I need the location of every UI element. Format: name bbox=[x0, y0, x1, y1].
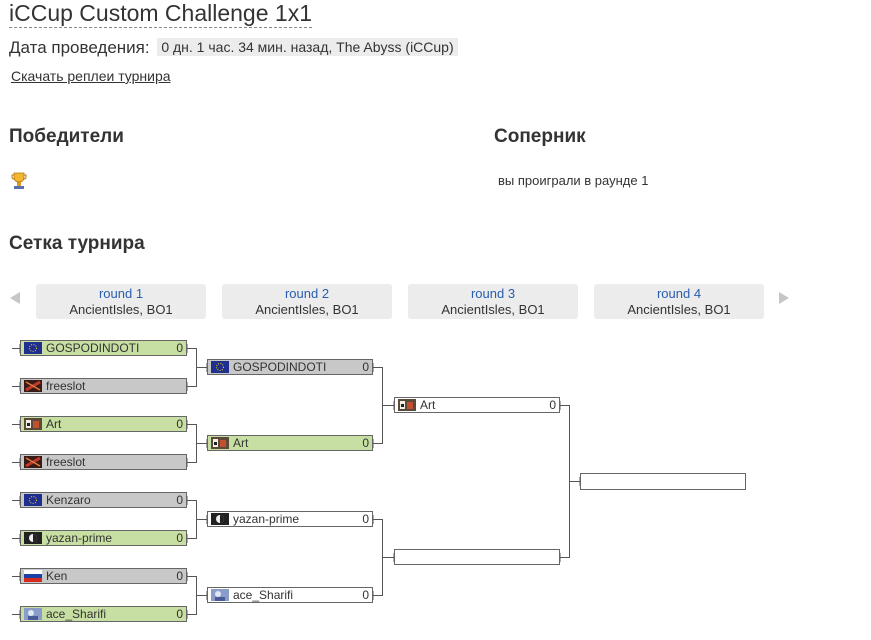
eu-flag-icon bbox=[24, 494, 42, 506]
date-label: Дата проведения: bbox=[9, 38, 150, 57]
download-replays-link[interactable]: Скачать реплеи турнира bbox=[11, 68, 171, 84]
round-info: AncientIsles, BO1 bbox=[255, 302, 359, 317]
bracket-slot-r1[interactable]: ace_Sharifi 0 bbox=[20, 606, 187, 622]
player-name: GOSPODINDOTI bbox=[46, 341, 140, 355]
ua-flag-icon bbox=[211, 437, 229, 449]
player-score: 0 bbox=[176, 569, 183, 583]
bracket-slot-r1[interactable]: yazan-prime 0 bbox=[20, 530, 187, 546]
avatar-flag-icon bbox=[24, 608, 42, 620]
player-name: freeslot bbox=[46, 379, 86, 393]
player-name: yazan-prime bbox=[233, 512, 300, 526]
player-score: 0 bbox=[362, 436, 369, 450]
page-title: iCCup Custom Challenge 1x1 bbox=[9, 0, 312, 28]
bracket-slot-r2[interactable]: Art 0 bbox=[207, 435, 373, 451]
freeslot-flag-icon bbox=[24, 456, 42, 468]
round-name: round 4 bbox=[656, 286, 702, 301]
winners-heading: Победители bbox=[9, 126, 124, 147]
bracket-slot-r3-empty[interactable] bbox=[394, 549, 560, 565]
ua-flag-icon bbox=[24, 418, 42, 430]
round-name: round 2 bbox=[284, 286, 330, 301]
date-row: Дата проведения: 0 дн. 1 час. 34 мин. на… bbox=[9, 38, 458, 58]
date-value: 0 дн. 1 час. 34 мин. назад, The Abyss (i… bbox=[157, 38, 458, 56]
round-info: AncientIsles, BO1 bbox=[441, 302, 545, 317]
custom-flag-icon bbox=[24, 532, 42, 544]
bracket-slot-r1[interactable]: GOSPODINDOTI 0 bbox=[20, 340, 187, 356]
player-score: 0 bbox=[549, 398, 556, 412]
round-header-2[interactable]: round 2 AncientIsles, BO1 bbox=[222, 284, 392, 319]
round-header-1[interactable]: round 1 AncientIsles, BO1 bbox=[36, 284, 206, 319]
freeslot-flag-icon bbox=[24, 380, 42, 392]
custom-flag-icon bbox=[211, 513, 229, 525]
bracket-slot-r2[interactable]: yazan-prime 0 bbox=[207, 511, 373, 527]
player-name: GOSPODINDOTI bbox=[233, 360, 327, 374]
scroll-left-arrow-icon[interactable] bbox=[10, 292, 20, 304]
ru-flag-icon bbox=[24, 570, 42, 582]
player-name: Kenzaro bbox=[46, 493, 91, 507]
player-name: ace_Sharifi bbox=[233, 588, 294, 602]
round-header-4[interactable]: round 4 AncientIsles, BO1 bbox=[594, 284, 764, 319]
player-name: yazan-prime bbox=[46, 531, 113, 545]
player-name: Art bbox=[46, 417, 62, 431]
bracket-slot-r3[interactable]: Art 0 bbox=[394, 397, 560, 413]
player-name: freeslot bbox=[46, 455, 86, 469]
player-score: 0 bbox=[176, 607, 183, 621]
bracket-slot-r1[interactable]: Art 0 bbox=[20, 416, 187, 432]
bracket-slot-r1[interactable]: freeslot bbox=[20, 378, 187, 394]
round-info: AncientIsles, BO1 bbox=[69, 302, 173, 317]
opponent-heading: Соперник bbox=[494, 126, 586, 147]
eu-flag-icon bbox=[24, 342, 42, 354]
round-header-3[interactable]: round 3 AncientIsles, BO1 bbox=[408, 284, 578, 319]
trophy-icon bbox=[11, 172, 27, 190]
ua-flag-icon bbox=[398, 399, 416, 411]
player-score: 0 bbox=[176, 493, 183, 507]
player-name: Ken bbox=[46, 569, 68, 583]
round-info: AncientIsles, BO1 bbox=[627, 302, 731, 317]
round-name: round 3 bbox=[470, 286, 516, 301]
player-score: 0 bbox=[176, 417, 183, 431]
player-name: ace_Sharifi bbox=[46, 607, 107, 621]
player-score: 0 bbox=[362, 588, 369, 602]
player-score: 0 bbox=[362, 512, 369, 526]
player-score: 0 bbox=[362, 360, 369, 374]
bracket-slot-r1[interactable]: freeslot bbox=[20, 454, 187, 470]
bracket-slot-r4-empty[interactable] bbox=[580, 473, 746, 490]
scroll-right-arrow-icon[interactable] bbox=[779, 292, 789, 304]
player-name: Art bbox=[420, 398, 436, 412]
bracket-heading: Сетка турнира bbox=[9, 233, 145, 254]
bracket-slot-r2[interactable]: GOSPODINDOTI 0 bbox=[207, 359, 373, 375]
player-name: Art bbox=[233, 436, 249, 450]
bracket-slot-r1[interactable]: Ken 0 bbox=[20, 568, 187, 584]
bracket-slot-r1[interactable]: Kenzaro 0 bbox=[20, 492, 187, 508]
avatar-flag-icon bbox=[211, 589, 229, 601]
player-score: 0 bbox=[176, 531, 183, 545]
player-score: 0 bbox=[176, 341, 183, 355]
round-name: round 1 bbox=[98, 286, 144, 301]
eu-flag-icon bbox=[211, 361, 229, 373]
opponent-status-text: вы проиграли в раунде 1 bbox=[498, 173, 649, 188]
bracket-slot-r2[interactable]: ace_Sharifi 0 bbox=[207, 587, 373, 603]
